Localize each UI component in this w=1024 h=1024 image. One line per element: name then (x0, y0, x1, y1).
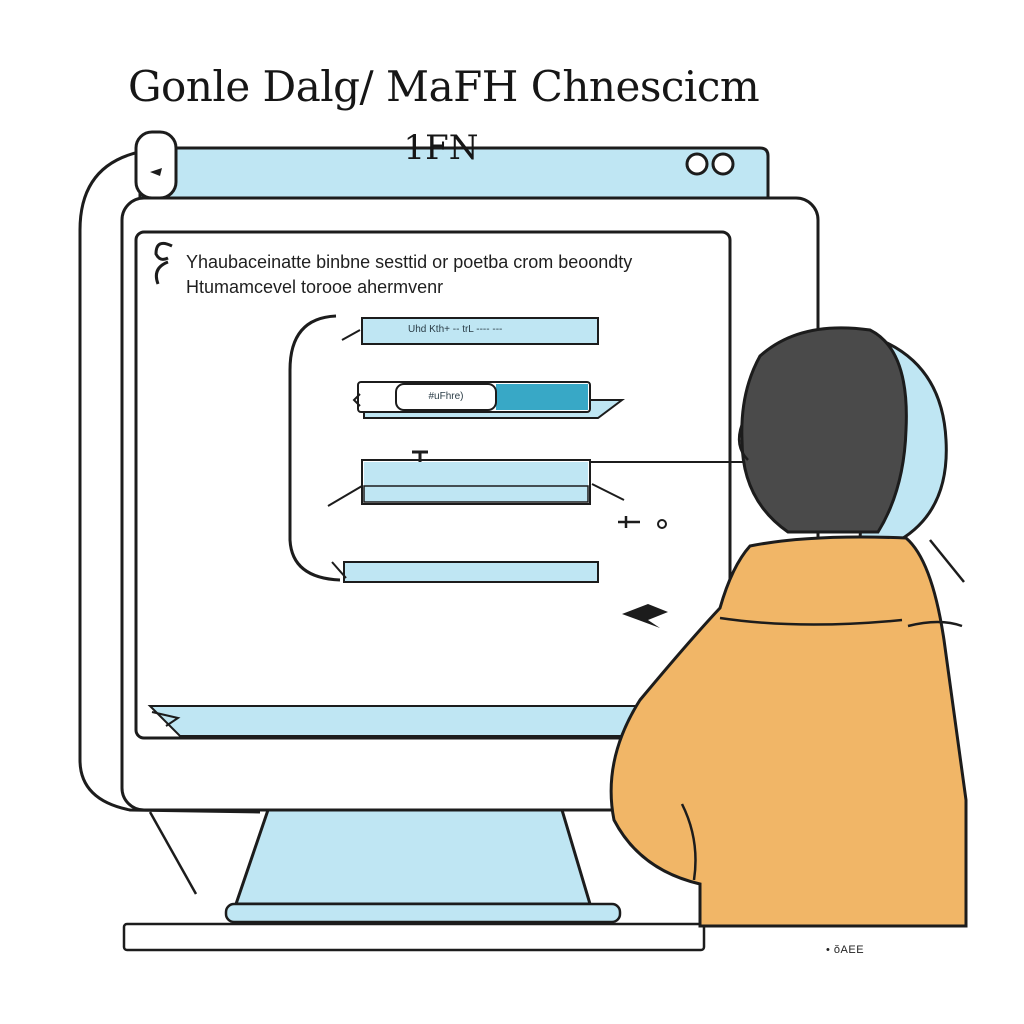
field-3-pointer-right (591, 483, 625, 501)
field-4[interactable] (343, 561, 599, 583)
titlebar-mark (150, 168, 162, 176)
screen-bottom-arrow (151, 711, 181, 727)
field-3-bottom (363, 485, 589, 503)
screen-prompt: Yhaubaceinatte binbne sesttid or poetba … (186, 250, 726, 300)
field-2-label: #uFhre) (428, 391, 464, 402)
field-1-label: Uhd Kth+ -- trL ---- --- (408, 324, 503, 335)
monitor-back-frame (78, 148, 261, 814)
field-4-corner (331, 561, 347, 579)
window-titlebar (138, 146, 770, 200)
prompt-line-1: Yhaubaceinatte binbne sesttid or poetba … (186, 252, 633, 272)
person-sweater (609, 535, 968, 928)
field-2-fill (496, 384, 588, 410)
window-dot-icon (685, 152, 709, 176)
sweater-fold (680, 616, 903, 881)
titlebar-left-cap (134, 130, 178, 200)
key-icon (618, 516, 640, 528)
field-2-pill (395, 383, 497, 411)
pointer-arrow-icon[interactable] (622, 604, 668, 628)
monitor-stand (233, 808, 593, 906)
field-1-pointer (341, 329, 361, 341)
corner-mark: • ŏAEE (826, 944, 865, 956)
person-ear (737, 423, 749, 461)
screen-bottom-strip (147, 705, 661, 737)
prompt-line-2: Htumamcevel torooe ahermvenr (186, 277, 444, 297)
quote-icon (154, 241, 173, 285)
monitor-stand-edge (148, 811, 198, 895)
field-3-top (364, 462, 588, 486)
person-hair (740, 326, 908, 534)
field-2-caret (352, 393, 361, 407)
window-dot-icon (711, 152, 735, 176)
header-stamp: 1FN (403, 128, 479, 168)
stand-base (224, 902, 622, 924)
field-3-tick (412, 450, 428, 462)
sweater-shoulder (907, 539, 965, 628)
field-3-pointer-left (327, 485, 363, 507)
key-icon-dot (657, 519, 667, 529)
desk (122, 922, 706, 952)
field-1[interactable] (361, 317, 599, 345)
fields-bracket (288, 314, 341, 582)
header-title: Gonle Dalg/ MaFH Chnescicm (128, 62, 760, 111)
